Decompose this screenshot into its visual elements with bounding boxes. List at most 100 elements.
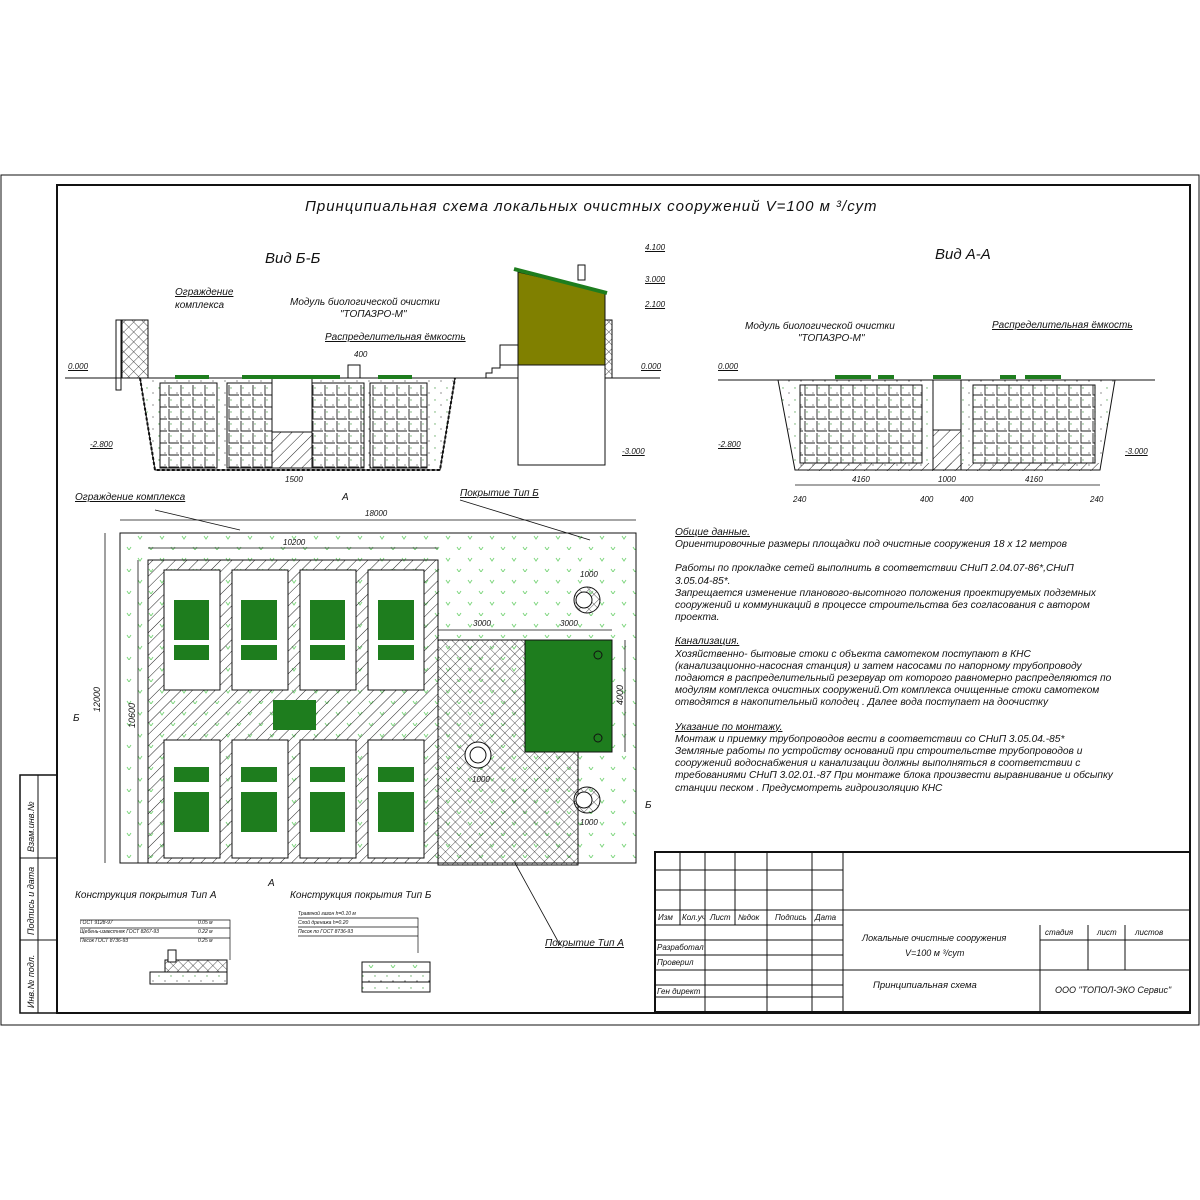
fence-label-line2: комплекса (175, 300, 225, 311)
layer-b-3: Песок по ГОСТ 8736-93 (298, 929, 353, 935)
layer-b-2: Слой дренажа h=0.20 (298, 920, 349, 926)
plan-cover-a-label: Покрытие Тип А (545, 938, 624, 949)
dim-10600: 10600 (127, 702, 137, 728)
tank-label-aa: Распределительная ёмкость (992, 320, 1133, 331)
tb-col-koluch: Кол.уч (682, 913, 706, 922)
notes-line: Земляные работы по устройству оснований … (675, 746, 1083, 758)
construction-a-title: Конструкция покрытия Тип А (75, 890, 217, 901)
plan-cover-b-label: Покрытие Тип Б (460, 488, 539, 499)
notes-heading: Канализация. (675, 636, 740, 648)
section-b-left: Б (73, 713, 80, 724)
view-aa-title: Вид А-А (935, 246, 991, 263)
tb-role-developer: Разработал (657, 943, 704, 952)
notes-heading: Указание по монтажу. (675, 721, 783, 733)
module-name-aa: "ТОПАЗРО-М" (798, 333, 865, 344)
notes-line: станции песком . Предусмотреть гидроизол… (675, 782, 943, 794)
module-label-bb: Модуль биологической очистки (290, 297, 440, 308)
dim-1500-bb: 1500 (285, 475, 303, 484)
dim-3000-b: 3000 (560, 619, 578, 628)
stamp-signature-date: Подпись и дата (26, 866, 36, 935)
layer-a-val-2: 0.22 м (198, 929, 213, 935)
level-m3000-bb: -3.000 (622, 447, 645, 456)
dim-aa-4160-left: 4160 (852, 475, 870, 484)
notes-paragraph: Ориентировочные размеры площадки под очи… (675, 539, 1175, 551)
dim-well-1: 1000 (580, 570, 598, 579)
notes-line: Запрещается изменение планового-высотног… (675, 587, 1096, 599)
notes-line: Работы по прокладке сетей выполнить в со… (675, 563, 1074, 575)
notes-line: Ориентировочные размеры площадки под очи… (675, 539, 1068, 551)
dim-4000: 4000 (615, 684, 625, 705)
level-2800-bb: -2.800 (90, 440, 113, 449)
notes-line: (канализационно-насосная станция) и зате… (675, 660, 1082, 672)
dim-400-bb: 400 (354, 350, 368, 359)
dim-3000-a: 3000 (473, 619, 491, 628)
construction-details (80, 917, 431, 993)
tb-col-date: Дата (815, 913, 837, 922)
tb-sheet: лист (1097, 928, 1117, 937)
module-name-bb: "ТОПАЗРО-М" (340, 309, 407, 320)
tb-col-ndok: №док (738, 913, 760, 922)
dim-aa-240-left: 240 (793, 495, 807, 504)
tb-role-director: Ген директ (657, 987, 701, 996)
layer-a-1: ГОСТ 9128-97 (80, 920, 113, 926)
stamp-replacement-inv: Взам.инв.№ (26, 801, 36, 852)
level-0-aa: 0.000 (718, 362, 739, 371)
section-a-bottom: А (268, 878, 275, 889)
dim-aa-240-right: 240 (1090, 495, 1104, 504)
dim-18000: 18000 (365, 509, 388, 518)
dim-aa-1000: 1000 (938, 475, 956, 484)
tb-sheet-title: Принципиальная схема (873, 980, 977, 991)
tb-project-name: Локальные очистные сооружения (862, 933, 1007, 943)
notes-line: модулям комплекса очистных сооружений.От… (675, 685, 1100, 697)
dim-12000: 12000 (92, 686, 102, 712)
level-4100: 4.100 (645, 243, 666, 252)
level-0-right: 0.000 (641, 362, 662, 371)
level-3000: 3.000 (645, 275, 666, 284)
notes-line: отводятся в накопительный колодец . Дале… (675, 697, 1049, 709)
view-aa-section (718, 375, 1155, 486)
section-b-right: Б (645, 800, 652, 811)
notes-paragraph: Работы по прокладке сетей выполнить в со… (675, 563, 1175, 624)
view-bb-section (65, 264, 660, 471)
tb-company: ООО "ТОПОЛ-ЭКО Сервис" (1055, 985, 1172, 995)
layer-a-val-1: 0.05 м (198, 920, 213, 926)
level-0-left: 0.000 (68, 362, 89, 371)
plan-fence-label: Ограждение комплекса (75, 492, 186, 503)
fence-label-line1: Ограждение (175, 287, 234, 298)
notes-line: Монтаж и приемку трубопроводов вести в с… (675, 733, 1065, 745)
layer-b-1: Травяной газон h=0.10 м (298, 911, 356, 917)
sheet-title: Принципиальная схема локальных очистных … (305, 198, 878, 215)
general-notes: Общие данные.Ориентировочные размеры пло… (675, 527, 1175, 807)
notes-line: подаются в распределительный резервуар о… (675, 673, 1112, 685)
tb-col-signature: Подпись (775, 913, 807, 922)
tb-role-checker: Проверил (657, 958, 694, 967)
notes-line: Хозяйственно- бытовые стоки с объекта са… (675, 648, 1031, 660)
layer-a-2: Щебень-известняк ГОСТ 8267-93 (80, 929, 159, 935)
notes-line: сооружений и коммуникаций в процессе стр… (675, 600, 1090, 612)
notes-paragraph: Хозяйственно- бытовые стоки с объекта са… (675, 649, 1175, 710)
inner-frame (56, 184, 1191, 1014)
layer-a-3: Песок ГОСТ 8736-93 (80, 938, 129, 944)
level-2100: 2.100 (645, 300, 666, 309)
layer-a-val-3: 0.25 м (198, 938, 213, 944)
kns-station (524, 639, 613, 753)
tb-col-list: Лист (710, 913, 731, 922)
notes-line: проекта. (675, 612, 720, 624)
stamp-inv-original: Инв.№ подл. (26, 954, 36, 1008)
notes-line: 3.05.04-85*. (675, 575, 731, 587)
dim-10200: 10200 (283, 538, 306, 547)
level-m3000-aa: -3.000 (1125, 447, 1148, 456)
notes-paragraph: Монтаж и приемку трубопроводов вести в с… (675, 734, 1175, 795)
dim-well-2: 1000 (472, 775, 490, 784)
outer-frame (0, 174, 1200, 1026)
dim-aa-400-left: 400 (920, 495, 934, 504)
tb-col-izm: Изм (658, 913, 673, 922)
dim-aa-400-right: 400 (960, 495, 974, 504)
tb-project-capacity: V=100 м ³/сут (905, 948, 965, 958)
tb-stage: стадия (1045, 928, 1074, 937)
notes-heading: Общие данные. (675, 527, 750, 538)
dim-aa-4160-right: 4160 (1025, 475, 1043, 484)
view-bb-title: Вид Б-Б (265, 250, 321, 267)
